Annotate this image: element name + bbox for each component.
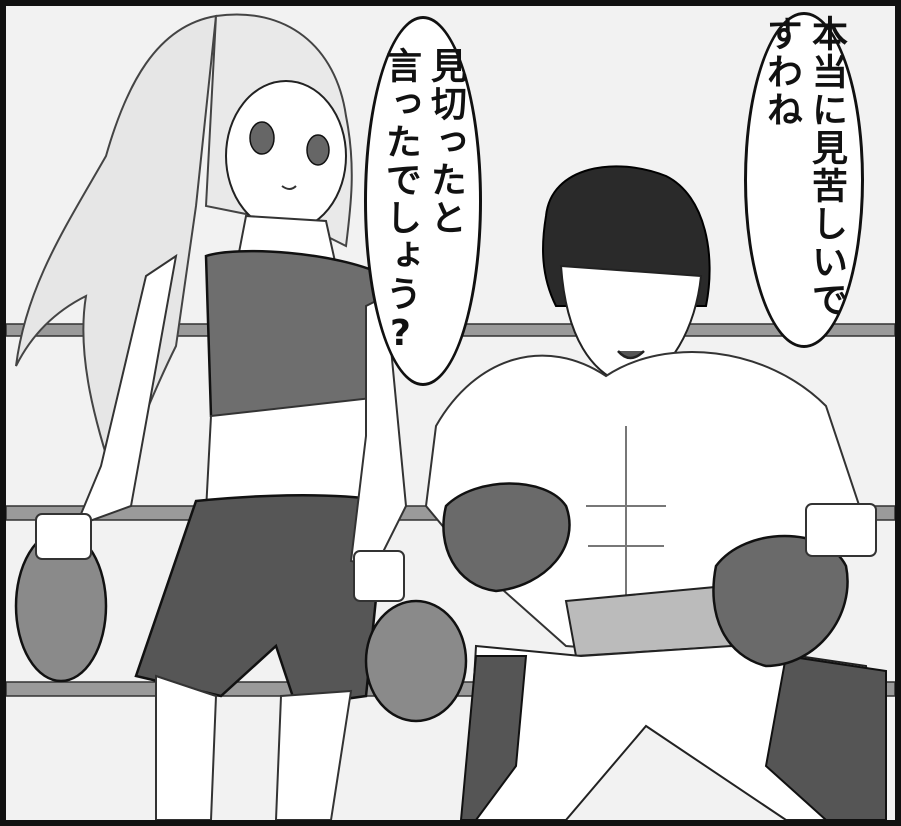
speech-text-female-line1: 見切ったと bbox=[425, 46, 466, 237]
speech-text-female-line2: 言ったでしょう? bbox=[380, 46, 421, 356]
female-boxer bbox=[14, 13, 468, 820]
male-boxer bbox=[424, 165, 888, 820]
speech-bubble-female: 見切ったと 言ったでしょう? bbox=[364, 16, 482, 386]
speech-bubble-right: 本当に見苦しいですわね bbox=[744, 12, 864, 348]
speech-text-right: 本当に見苦しいですわね bbox=[761, 15, 847, 319]
speech-text-female: 見切ったと 言ったでしょう? bbox=[378, 47, 468, 356]
